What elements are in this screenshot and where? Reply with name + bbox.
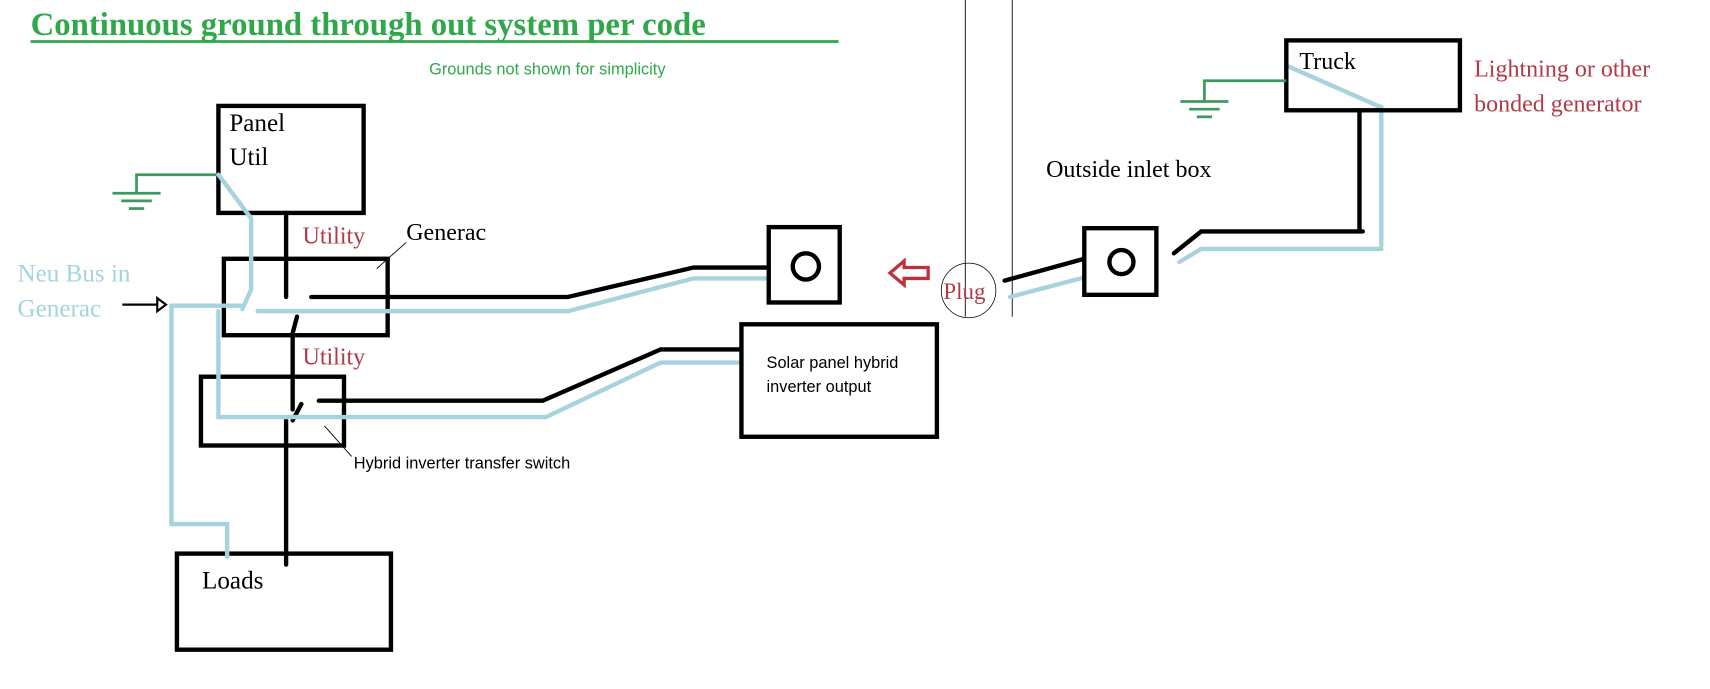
solar-label-2: inverter output	[767, 378, 872, 396]
arrow-right-icon	[122, 295, 168, 314]
utility-label: Utility	[302, 223, 365, 249]
outside-inlet-box	[1082, 226, 1159, 298]
panel-util-box	[216, 103, 366, 216]
generac-label: Generac	[406, 220, 486, 246]
solar-label: Solar panel hybrid	[767, 354, 899, 372]
receptacle-icon	[790, 251, 822, 282]
truck-label: Truck	[1299, 49, 1356, 75]
plug-circle	[940, 262, 997, 319]
loads-label: Loads	[202, 568, 263, 595]
truck-generator-box	[1284, 38, 1463, 113]
neu-bus-label-2: Generac	[17, 296, 101, 323]
inlet-receptacle-box	[766, 224, 842, 305]
solar-inverter-box	[739, 322, 940, 439]
arrow-left-icon	[887, 257, 930, 289]
subtitle: Grounds not shown for simplicity	[429, 60, 666, 78]
plug-label: Plug	[943, 279, 986, 304]
generator-note: Lightning or other	[1474, 56, 1650, 82]
utility-label: Utility	[302, 345, 365, 371]
neu-bus-label: Neu Bus in	[17, 261, 130, 288]
hybrid-switch-label: Hybrid inverter transfer switch	[354, 454, 570, 472]
generator-note-2: bonded generator	[1474, 91, 1641, 117]
panel-util-label: Util	[229, 144, 268, 171]
diagram-title: Continuous ground through out system per…	[31, 7, 706, 43]
inlet-receptacle-icon	[1107, 247, 1136, 277]
hybrid-transfer-switch-box	[198, 374, 347, 448]
ground-symbol-icon	[112, 173, 219, 210]
panel-label: Panel	[229, 110, 285, 137]
outside-inlet-label: Outside inlet box	[1046, 157, 1211, 183]
ground-symbol-icon	[1180, 79, 1287, 119]
